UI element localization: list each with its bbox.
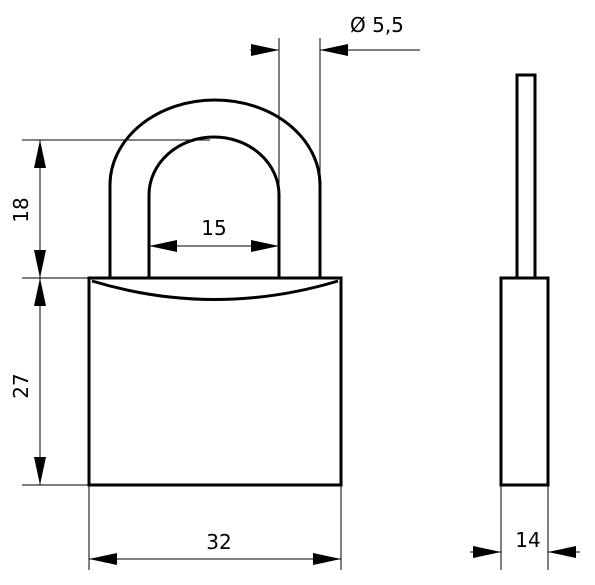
dimension-shackle-height: 18 <box>9 139 210 279</box>
body-side <box>499 276 550 487</box>
padlock-side-view <box>499 73 550 487</box>
shackle-side <box>515 73 537 280</box>
dimension-arrow <box>251 44 279 56</box>
dimension-arrow <box>34 250 46 278</box>
dimension-shackle-diameter: Ø 5,5 <box>250 13 420 278</box>
dimension-arrow <box>473 546 501 558</box>
diameter-label: Ø 5,5 <box>350 13 404 37</box>
dimension-arrow <box>313 553 341 565</box>
shackle-height-label: 18 <box>9 197 33 222</box>
dimension-arrow <box>34 140 46 168</box>
body-thickness-label: 14 <box>515 528 540 552</box>
dimension-arrow <box>34 278 46 306</box>
dimension-body-thickness: 14 <box>470 485 580 570</box>
dimension-arrow <box>251 240 279 252</box>
dimension-body-width: 32 <box>88 485 342 570</box>
dimension-arrow <box>89 553 117 565</box>
inner-width-label: 15 <box>201 216 226 240</box>
dimension-shackle-inner-width: 15 <box>149 216 279 252</box>
body-width-label: 32 <box>206 530 231 554</box>
dimension-arrow <box>320 44 348 56</box>
padlock-body-front <box>87 276 343 487</box>
dimension-body-height: 27 <box>9 278 89 486</box>
shackle-front-view <box>108 98 322 278</box>
dimension-arrow <box>149 240 177 252</box>
dimension-arrow <box>548 546 576 558</box>
body-height-label: 27 <box>9 373 33 398</box>
dimension-arrow <box>34 457 46 485</box>
